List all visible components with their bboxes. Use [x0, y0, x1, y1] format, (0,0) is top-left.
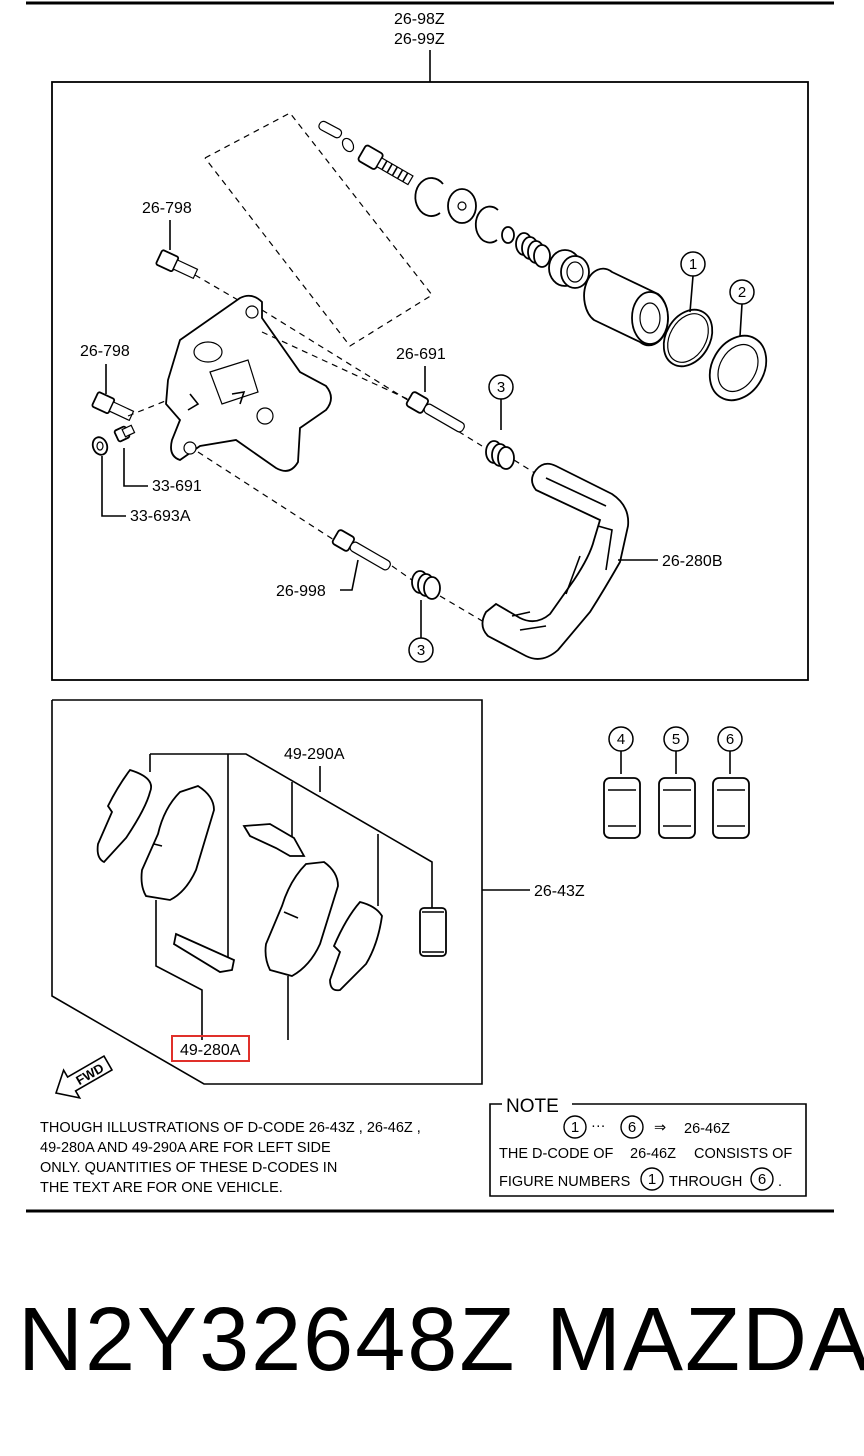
right-brake-pad — [264, 861, 339, 977]
left-side-note: THOUGH ILLUSTRATIONS OF D-CODE 26-43Z , … — [40, 1120, 421, 1196]
callout-26-691: 26-691 — [396, 346, 446, 363]
upper-bolt: 26-798 — [142, 200, 239, 301]
svg-text:49-280A AND 49-290A ARE FOR LE: 49-280A AND 49-290A ARE FOR LEFT SIDE — [40, 1140, 331, 1156]
upper-boot — [485, 440, 515, 470]
left-bolt: 26-798 — [80, 343, 181, 422]
part-number: N2Y32648Z — [18, 1290, 517, 1390]
note-title: NOTE — [506, 1096, 559, 1117]
lower-guide-pin: 26-998 — [276, 529, 391, 600]
caliper-body — [165, 294, 332, 472]
svg-text:1: 1 — [689, 256, 697, 273]
retainer-clip — [242, 823, 306, 857]
callout-49-290a: 49-290A — [284, 746, 345, 763]
left-brake-pad — [140, 785, 215, 901]
callout-26-98z: 26-98Z — [394, 11, 445, 28]
svg-text:1: 1 — [571, 1119, 579, 1136]
shim-set-6: 6 — [712, 726, 750, 839]
svg-text:THOUGH ILLUSTRATIONS OF D-CODE: THOUGH ILLUSTRATIONS OF D-CODE 26-43Z , … — [40, 1120, 421, 1136]
upper-guide-pin: 26-691 — [396, 346, 465, 433]
mounting-support: 26-280B — [481, 462, 723, 660]
svg-text:3: 3 — [497, 379, 505, 396]
svg-text:3: 3 — [417, 642, 425, 659]
svg-text:···: ··· — [591, 1118, 606, 1134]
small-shim-kit — [419, 907, 447, 957]
svg-text:5: 5 — [672, 731, 680, 748]
wear-indicator — [172, 932, 236, 973]
svg-text:1: 1 — [648, 1171, 656, 1188]
piston-parts — [318, 120, 768, 402]
brand-name: MAZDA — [546, 1290, 864, 1390]
callout-26-798-left: 26-798 — [80, 343, 130, 360]
svg-text:⇒: ⇒ — [654, 1120, 666, 1136]
circle-callout-3-upper: 3 — [488, 374, 514, 430]
svg-text:26-46Z: 26-46Z — [684, 1121, 730, 1137]
circle-callout-1: 1 — [680, 251, 706, 313]
svg-text:6: 6 — [726, 731, 734, 748]
callout-26-43z: 26-43Z — [534, 883, 585, 900]
callout-26-798-upper: 26-798 — [142, 200, 192, 217]
circle-callout-3-lower: 3 — [408, 600, 434, 663]
callout-33-691: 33-691 — [152, 478, 202, 495]
circle-callout-2: 2 — [729, 279, 755, 337]
left-shim-outer — [96, 768, 152, 864]
callout-26-99z: 26-99Z — [394, 31, 445, 48]
note-box: NOTE 1 ··· 6 ⇒ 26-46Z THE D-CODE OF 26-4… — [489, 1096, 807, 1197]
svg-text:2: 2 — [738, 284, 746, 301]
svg-text:THROUGH: THROUGH — [669, 1174, 742, 1190]
svg-text:FIGURE NUMBERS: FIGURE NUMBERS — [499, 1174, 630, 1190]
svg-text:6: 6 — [628, 1119, 636, 1136]
bleeder-parts: 33-691 33-693A — [91, 424, 202, 525]
svg-text:ONLY. QUANTITIES OF THESE D-CO: ONLY. QUANTITIES OF THESE D-CODES IN — [40, 1160, 337, 1176]
right-shim-outer — [329, 900, 383, 992]
svg-text:.: . — [778, 1174, 782, 1190]
lower-boot — [411, 570, 441, 600]
highlight-box-49-280a — [171, 1035, 250, 1062]
brake-pad-frame: 49-290A 49-280A FWD 26-4 — [51, 699, 585, 1099]
callout-26-280b: 26-280B — [662, 553, 723, 570]
shim-set-5: 5 — [658, 726, 696, 839]
svg-text:THE D-CODE OF: THE D-CODE OF — [499, 1146, 614, 1162]
fwd-arrow-icon: FWD — [54, 1054, 114, 1099]
svg-text:4: 4 — [617, 731, 625, 748]
callout-26-998: 26-998 — [276, 583, 326, 600]
caliper-assembly-frame: 26-98Z 26-99Z — [51, 11, 809, 681]
svg-text:6: 6 — [758, 1171, 766, 1188]
callout-33-693a: 33-693A — [130, 508, 191, 525]
svg-text:CONSISTS OF: CONSISTS OF — [694, 1146, 792, 1162]
callout-49-280a: 49-280A — [180, 1042, 241, 1059]
svg-text:26-46Z: 26-46Z — [630, 1146, 676, 1162]
svg-text:THE TEXT ARE FOR ONE VEHICLE.: THE TEXT ARE FOR ONE VEHICLE. — [40, 1180, 283, 1196]
shim-set-4: 4 — [603, 726, 641, 839]
